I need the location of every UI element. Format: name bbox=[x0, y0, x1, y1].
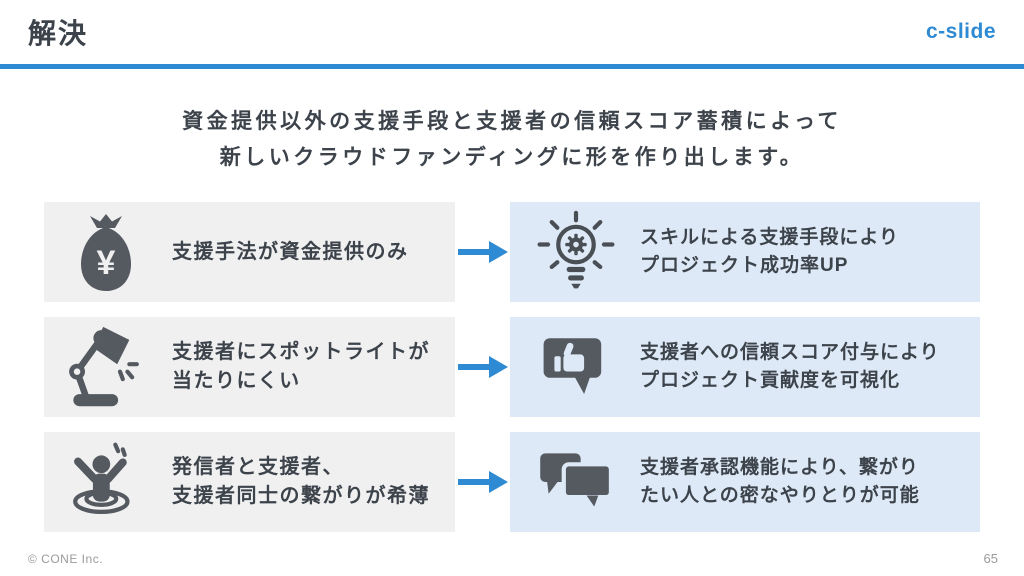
slide-header: 解決 c-slide bbox=[0, 0, 1024, 64]
solution-box-skills: スキルによる支援手段により プロジェクト成功率UP bbox=[510, 202, 980, 302]
headline-line-2: 新しいクラウドファンディングに形を作り出します。 bbox=[219, 146, 805, 170]
problem-box-connection: 発信者と支援者、 支援者同士の繋がりが希薄 bbox=[44, 432, 455, 532]
spotlight-lamp-icon bbox=[64, 325, 148, 409]
problem-box-funding: ¥ 支援手法が資金提供のみ bbox=[44, 202, 455, 302]
solution-text: スキルによる支援手段により プロジェクト成功率UP bbox=[640, 227, 900, 276]
page-title: 解決 bbox=[28, 18, 89, 49]
c-slide-logo: c-slide bbox=[925, 20, 996, 43]
problem-text: 発信者と支援者、 支援者同士の繋がりが希薄 bbox=[172, 456, 430, 507]
comparison-row-connection: 発信者と支援者、 支援者同士の繋がりが希薄 bbox=[0, 432, 1024, 532]
arrow-zone bbox=[455, 202, 510, 302]
right-arrow-icon bbox=[457, 356, 508, 378]
problem-text: 支援者にスポットライトが 当たりにくい bbox=[172, 341, 430, 392]
chat-bubbles-icon bbox=[534, 448, 618, 516]
right-arrow-icon bbox=[457, 241, 508, 263]
comparison-rows: ¥ 支援手法が資金提供のみ bbox=[0, 202, 1024, 532]
money-bag-icon: ¥ bbox=[64, 212, 148, 292]
problem-text: 支援手法が資金提供のみ bbox=[172, 240, 409, 263]
right-arrow-icon bbox=[457, 471, 508, 493]
idea-lightbulb-icon bbox=[534, 210, 618, 294]
solution-box-approval: 支援者承認機能により、繋がり たい人との密なやりとりが可能 bbox=[510, 432, 980, 532]
headline-line-1: 資金提供以外の支援手段と支援者の信頼スコア蓄積によって bbox=[182, 110, 842, 133]
copyright-text: © CONE Inc. bbox=[28, 552, 104, 566]
accent-divider bbox=[0, 64, 1024, 69]
svg-text:¥: ¥ bbox=[97, 244, 116, 282]
solution-text: 支援者への信頼スコア付与により プロジェクト貢献度を可視化 bbox=[640, 342, 940, 391]
solution-text: 支援者承認機能により、繋がり たい人との密なやりとりが可能 bbox=[640, 457, 920, 506]
person-ripple-icon bbox=[64, 440, 148, 524]
problem-box-spotlight: 支援者にスポットライトが 当たりにくい bbox=[44, 317, 455, 417]
comparison-row-funding: ¥ 支援手法が資金提供のみ bbox=[0, 202, 1024, 302]
thumbs-up-comment-icon bbox=[534, 334, 618, 400]
headline: 資金提供以外の支援手段と支援者の信頼スコア蓄積によって 新しいクラウドファンディ… bbox=[0, 104, 1024, 176]
page-number: 65 bbox=[983, 551, 998, 566]
arrow-zone bbox=[455, 432, 510, 532]
solution-box-trust-score: 支援者への信頼スコア付与により プロジェクト貢献度を可視化 bbox=[510, 317, 980, 417]
comparison-row-spotlight: 支援者にスポットライトが 当たりにくい bbox=[0, 317, 1024, 417]
arrow-zone bbox=[455, 317, 510, 417]
